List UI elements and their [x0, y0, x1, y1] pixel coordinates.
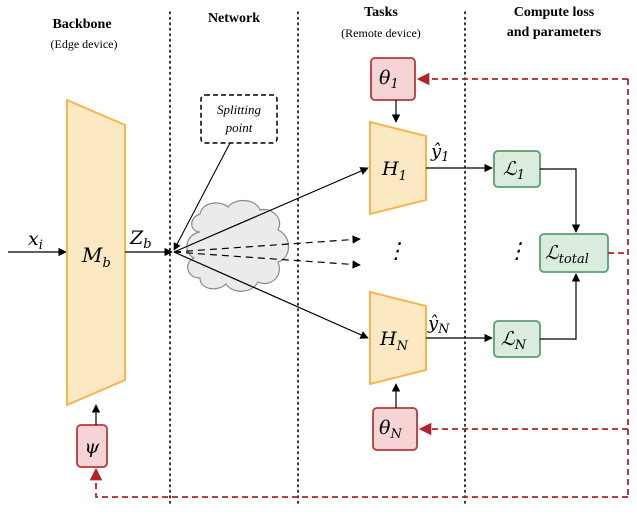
heads-ellipsis: ⋮ [385, 239, 407, 264]
thetaN-label: θN [379, 417, 402, 442]
yhatN-label: ŷN [427, 313, 450, 337]
feedback-to-psi [89, 467, 628, 498]
loss1-label: ℒ1 [503, 158, 525, 183]
headN-label: HN [379, 328, 409, 354]
splitting-point-line1: Splitting [217, 102, 262, 117]
loss1-to-total [540, 168, 581, 233]
headN-shape [369, 290, 427, 386]
head1-shape [369, 120, 427, 216]
lossN-label: ℒN [501, 328, 527, 353]
link-to-head-1 [173, 167, 369, 253]
input-label: xi [28, 228, 43, 253]
network-title: Network [208, 11, 260, 26]
tasks-subtitle: (Remote device) [341, 26, 421, 40]
head1-label: H1 [381, 158, 407, 184]
loss-total-label: ℒtotal [545, 242, 589, 267]
theta1-label: θ1 [379, 67, 399, 92]
backbone-model-label: Mb [81, 243, 111, 271]
thetaN-params-box [372, 407, 418, 451]
features-label: Zb [129, 227, 152, 252]
compute-title-line1: Compute loss [514, 5, 595, 20]
compute-title-line2: and parameters [507, 25, 602, 40]
backbone-title: Backbone [52, 17, 111, 32]
lossN-to-total [540, 273, 581, 340]
theta1-params-box [370, 57, 416, 101]
link-to-head-n [173, 251, 369, 339]
splitting-point-box [200, 94, 278, 144]
backbone-model-shape [66, 98, 126, 407]
splitting-point-line2: point [225, 120, 253, 135]
backbone-subtitle: (Edge device) [51, 37, 118, 51]
splitting-point-pointer [173, 142, 231, 251]
tasks-title: Tasks [364, 5, 398, 20]
psi-label: ψ [85, 436, 101, 458]
psi-params-box [76, 424, 108, 468]
losses-ellipsis: ⋮ [506, 239, 528, 264]
cloud-icon [186, 200, 290, 292]
yhat1-label: ŷ1 [430, 141, 449, 165]
